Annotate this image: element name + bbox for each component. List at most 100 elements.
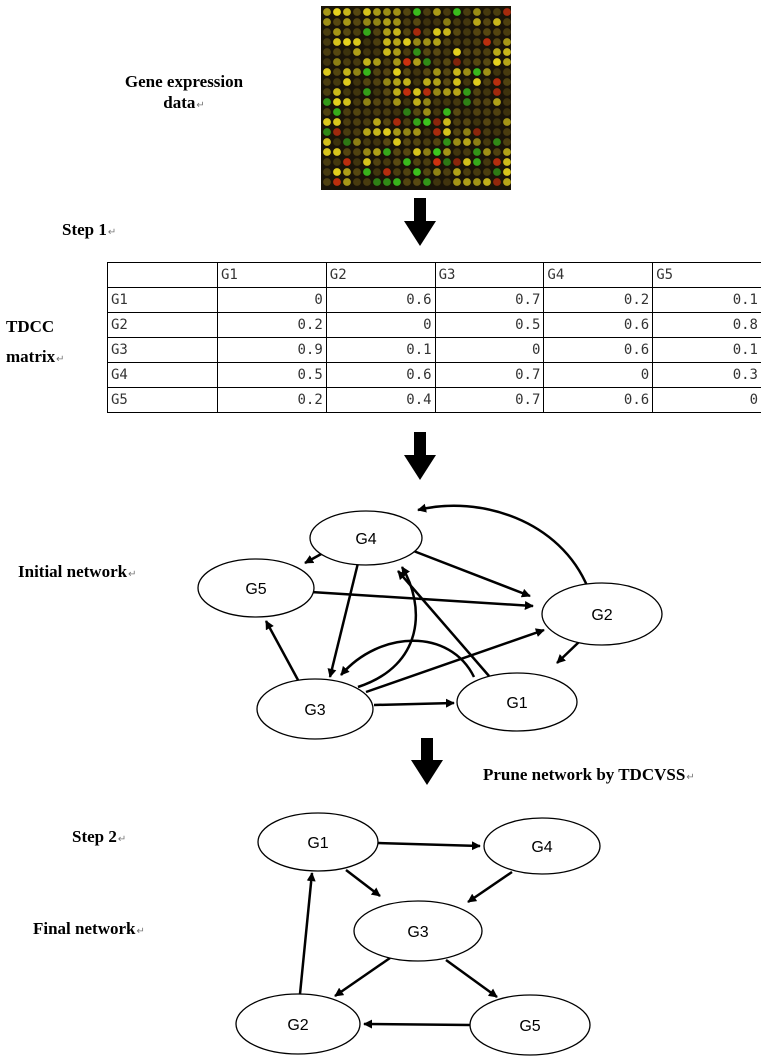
- microarray-spot: [403, 18, 411, 26]
- microarray-spot: [363, 48, 371, 56]
- edge-g2-g1: [556, 640, 581, 664]
- microarray-spot: [323, 178, 331, 186]
- microarray-spot: [473, 28, 481, 36]
- microarray-spot: [503, 78, 511, 86]
- microarray-spot: [503, 48, 511, 56]
- microarray-spot: [403, 148, 411, 156]
- microarray-spot: [423, 18, 431, 26]
- node-g2: G2: [541, 582, 663, 646]
- microarray-spot: [453, 98, 461, 106]
- microarray-spot: [393, 168, 401, 176]
- microarray-spot: [473, 68, 481, 76]
- microarray-spot: [423, 28, 431, 36]
- microarray-spot: [463, 108, 471, 116]
- return-mark: ↵: [107, 227, 117, 238]
- microarray-spot: [453, 148, 461, 156]
- microarray-spot: [503, 128, 511, 136]
- node-label: G4: [355, 531, 376, 548]
- microarray-spot: [323, 138, 331, 146]
- node-g1: G1: [257, 812, 379, 872]
- microarray-spot: [363, 28, 371, 36]
- microarray-spot: [413, 178, 421, 186]
- microarray-spot: [493, 18, 501, 26]
- microarray-spot: [423, 98, 431, 106]
- microarray-spot: [363, 98, 371, 106]
- microarray-spot: [353, 108, 361, 116]
- microarray-spot: [413, 48, 421, 56]
- microarray-spot: [443, 148, 451, 156]
- edge-g4-g3: [327, 562, 360, 678]
- tdcc-line2: matrix↵: [6, 347, 65, 367]
- microarray-spot: [353, 138, 361, 146]
- return-mark: ↵: [196, 100, 205, 112]
- microarray-spot: [383, 78, 391, 86]
- microarray-spot: [323, 128, 331, 136]
- gene-expression-line2: data↵: [163, 93, 205, 113]
- microarray-spot: [343, 148, 351, 156]
- table-cell: 0.2: [217, 312, 327, 338]
- microarray-spot: [423, 138, 431, 146]
- microarray-spot: [443, 78, 451, 86]
- microarray-spot: [463, 178, 471, 186]
- microarray-spot: [393, 148, 401, 156]
- microarray-spot: [323, 158, 331, 166]
- edge-g3-g2: [334, 956, 391, 998]
- microarray-spot: [413, 38, 421, 46]
- microarray-spot: [323, 38, 331, 46]
- microarray-spot: [393, 118, 401, 126]
- table-cell: 0.6: [325, 362, 436, 388]
- microarray-spot: [373, 58, 381, 66]
- microarray-spot: [383, 118, 391, 126]
- microarray-spot: [413, 168, 421, 176]
- microarray-spot: [473, 78, 481, 86]
- node-label: G1: [506, 695, 527, 712]
- microarray-spot: [423, 8, 431, 16]
- microarray-spot: [373, 88, 381, 96]
- microarray-spot: [373, 48, 381, 56]
- microarray-spot: [433, 108, 441, 116]
- node-g5: G5: [469, 994, 591, 1056]
- microarray-spot: [443, 158, 451, 166]
- microarray-spot: [423, 88, 431, 96]
- microarray-spot: [433, 148, 441, 156]
- final-network-nodes: G1 G4 G3 G2 G5: [235, 812, 601, 1056]
- microarray-spot: [483, 48, 491, 56]
- microarray-spot: [333, 108, 341, 116]
- microarray-spot: [473, 48, 481, 56]
- microarray-spot: [363, 58, 371, 66]
- microarray-spot: [333, 78, 341, 86]
- microarray-spot: [423, 128, 431, 136]
- microarray-spot: [423, 78, 431, 86]
- microarray-spot: [453, 18, 461, 26]
- microarray-spot: [413, 18, 421, 26]
- microarray-spot: [353, 58, 361, 66]
- microarray-spot: [323, 98, 331, 106]
- microarray-spot: [333, 158, 341, 166]
- microarray-spot: [383, 68, 391, 76]
- microarray-spot: [453, 168, 461, 176]
- microarray-spot: [373, 8, 381, 16]
- edge-g4-g2: [410, 548, 531, 598]
- microarray-spot: [343, 128, 351, 136]
- microarray-spot: [503, 98, 511, 106]
- edge-g1-g3: [345, 869, 381, 897]
- microarray-spot: [353, 158, 361, 166]
- microarray-spot: [363, 88, 371, 96]
- microarray-spot: [373, 148, 381, 156]
- microarray-spot: [323, 58, 331, 66]
- node-g3: G3: [353, 900, 483, 962]
- column-header: G1: [217, 262, 327, 288]
- microarray-spot: [393, 28, 401, 36]
- microarray-spot: [413, 138, 421, 146]
- microarray-spot: [493, 68, 501, 76]
- node-label: G3: [407, 924, 428, 941]
- microarray-spot: [443, 8, 451, 16]
- microarray-spot: [343, 78, 351, 86]
- column-header: G3: [434, 262, 545, 288]
- microarray-spot: [503, 38, 511, 46]
- microarray-spot: [333, 98, 341, 106]
- microarray-spot: [373, 178, 381, 186]
- table-cell: 0.2: [217, 387, 327, 413]
- microarray-spot: [383, 48, 391, 56]
- microarray-spot: [423, 68, 431, 76]
